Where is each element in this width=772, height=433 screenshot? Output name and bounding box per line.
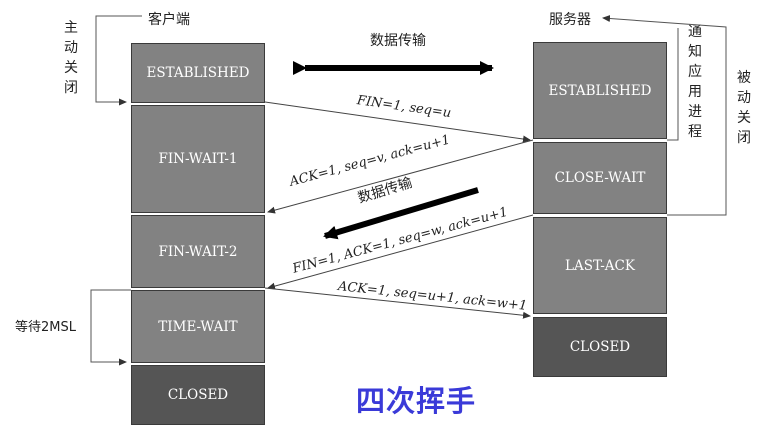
server-passive-close-connector: [602, 15, 727, 216]
client-wait-2msl-label: 等待2MSL: [15, 320, 76, 335]
client-title: 客户端: [148, 12, 190, 28]
client-state-fin-wait-1: FIN-WAIT-1: [131, 105, 265, 213]
message-arrow-fin-ack: [267, 214, 534, 290]
server-passive-close-label: 被动关闭: [737, 70, 751, 146]
data-transfer-top-label: 数据传输: [370, 33, 426, 49]
server-state-established: ESTABLISHED: [533, 42, 667, 139]
client-state-time-wait: TIME-WAIT: [131, 290, 265, 363]
message-arrow-final-ack: [264, 287, 531, 319]
message-arrow-ack: [267, 139, 534, 214]
client-active-close-label: 主动关闭: [64, 20, 78, 96]
server-notify-app-label: 通知应用进程: [688, 24, 702, 140]
client-state-established: ESTABLISHED: [131, 43, 265, 103]
server-notify-connector: [667, 28, 679, 141]
message-arrow-fin: [264, 101, 531, 143]
client-2msl-connector: [90, 289, 131, 366]
client-active-close-connector: [95, 15, 142, 106]
data-transfer-server-to-client-arrow: [323, 187, 479, 240]
caption-four-way-handshake: 四次挥手: [356, 384, 477, 418]
client-state-closed: CLOSED: [131, 365, 265, 425]
server-state-last-ack: LAST-ACK: [533, 217, 667, 314]
server-state-close-wait: CLOSE-WAIT: [533, 142, 667, 214]
server-title: 服务器: [549, 12, 591, 28]
client-state-fin-wait-2: FIN-WAIT-2: [131, 215, 265, 288]
server-state-closed: CLOSED: [533, 317, 667, 377]
